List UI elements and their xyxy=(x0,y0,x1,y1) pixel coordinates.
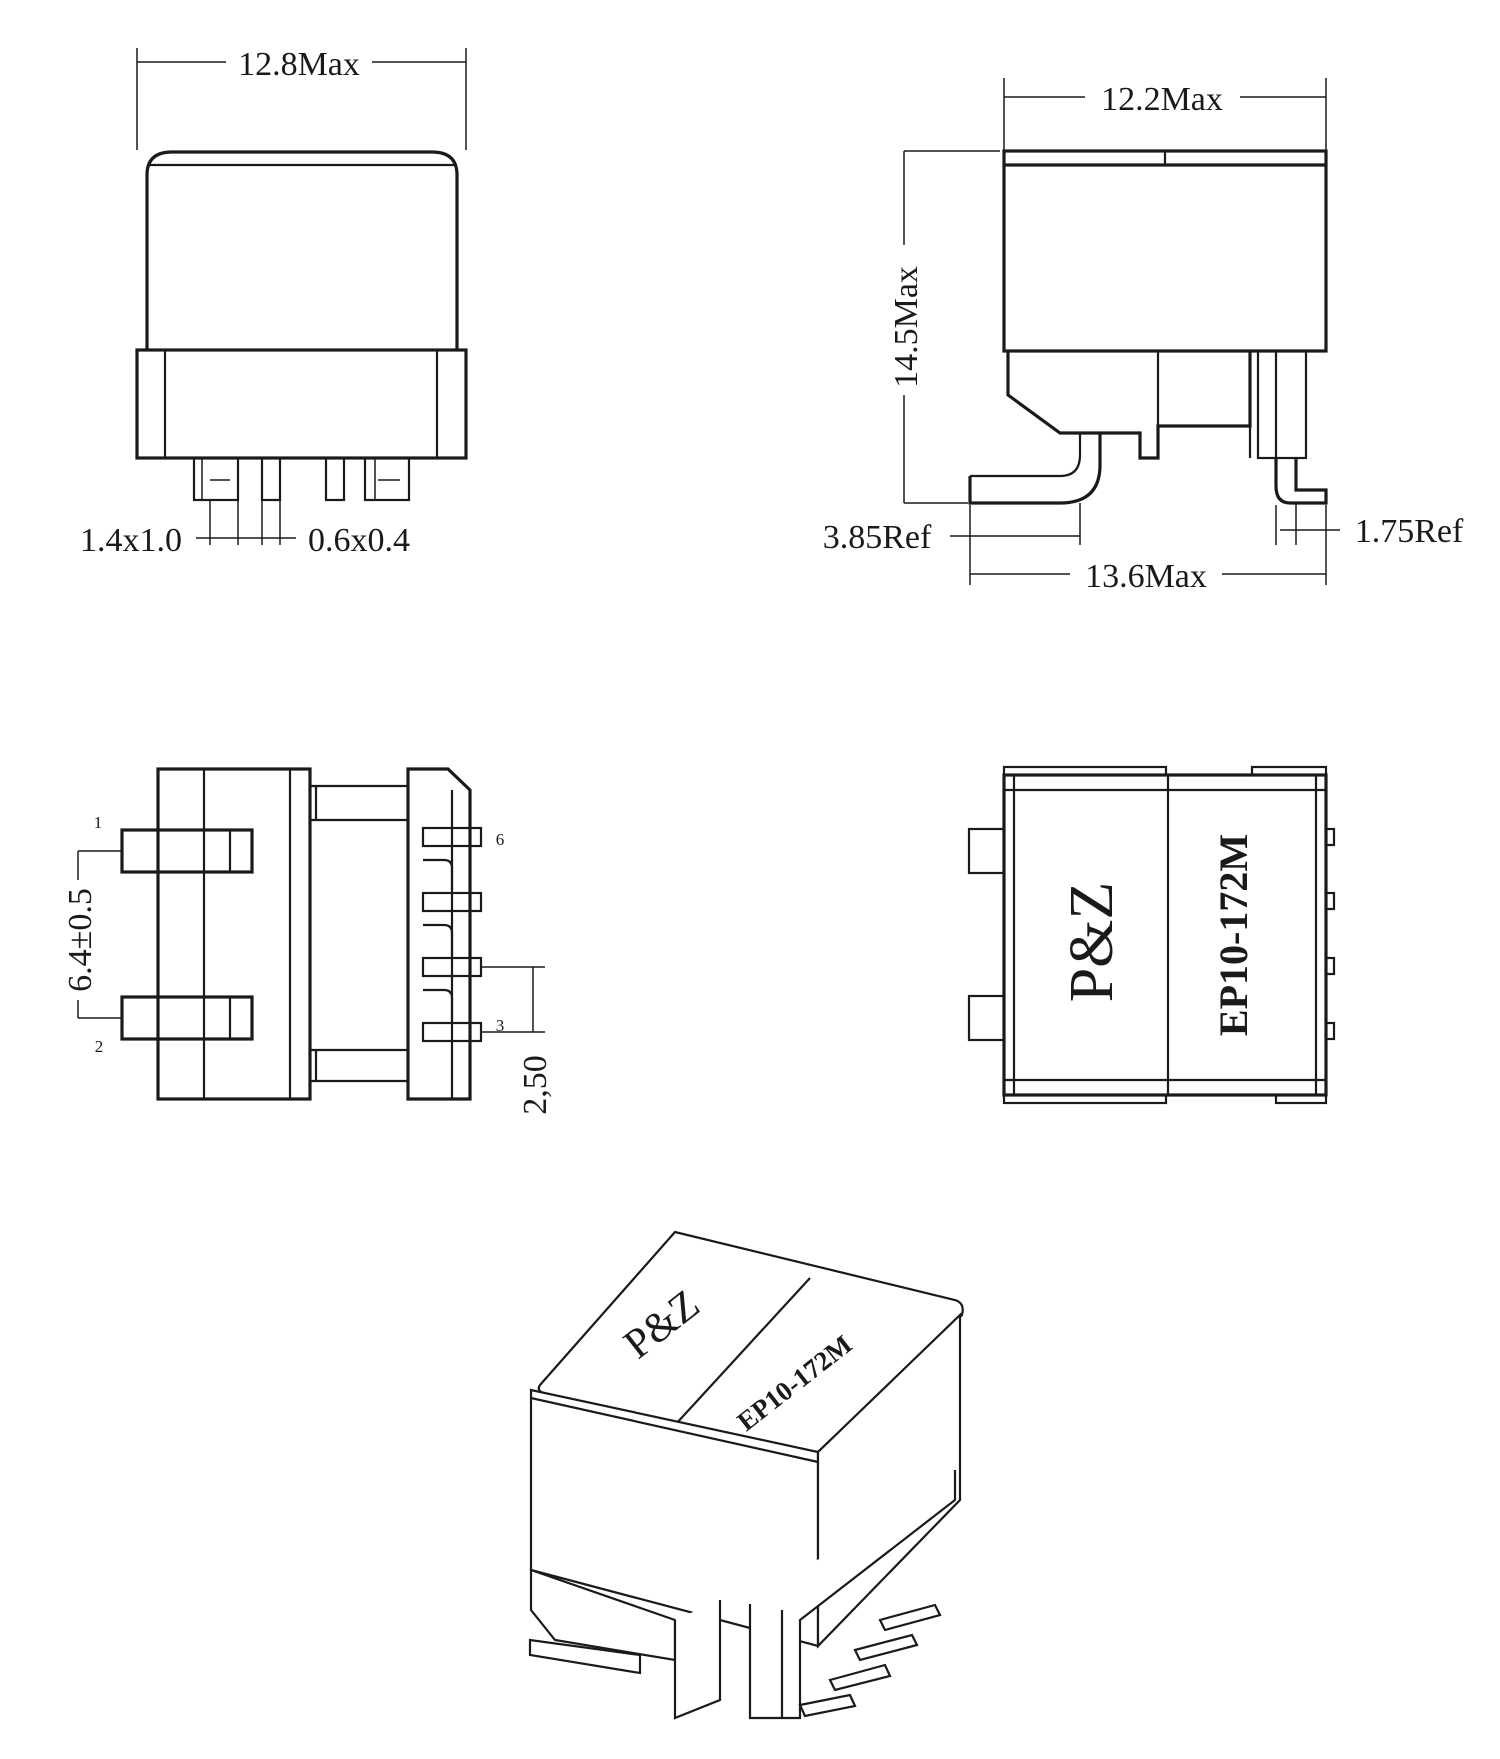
pin-size-dim: 0.6x0.4 xyxy=(308,522,410,559)
pin-pitch-dim: 2,50 xyxy=(517,1055,554,1115)
bottom-view: 6.4±0.5 2,50 1 2 6 3 xyxy=(62,767,554,1115)
pin-label-1: 1 xyxy=(94,813,103,832)
side-height-dim: 14.5Max xyxy=(888,266,925,388)
side-width-dim: 12.2Max xyxy=(1101,81,1223,118)
pin-label-2: 2 xyxy=(95,1037,104,1056)
pitch-dim: 6.4±0.5 xyxy=(62,888,99,992)
top-part-number: EP10-172M xyxy=(1211,834,1256,1036)
top-view: P&Z EP10-172M xyxy=(967,765,1336,1105)
pin-label-6: 6 xyxy=(496,830,505,849)
front-view: 12.8Max 1.4x1.0 0.6x0.4 xyxy=(80,46,468,559)
pad-size-dim: 1.4x1.0 xyxy=(80,522,182,559)
iso-view: P&Z EP10-172M xyxy=(528,1230,964,1720)
right-ref-dim: 1.75Ref xyxy=(1355,513,1464,550)
overall-dim: 13.6Max xyxy=(1085,558,1207,595)
pin-label-3: 3 xyxy=(496,1016,505,1035)
top-logo: P&Z xyxy=(1058,882,1126,1003)
side-view: 12.2Max 14.5Max 3.85Ref 1.75Ref xyxy=(823,78,1464,595)
left-ref-dim: 3.85Ref xyxy=(823,519,932,556)
front-width-dim: 12.8Max xyxy=(238,46,360,83)
